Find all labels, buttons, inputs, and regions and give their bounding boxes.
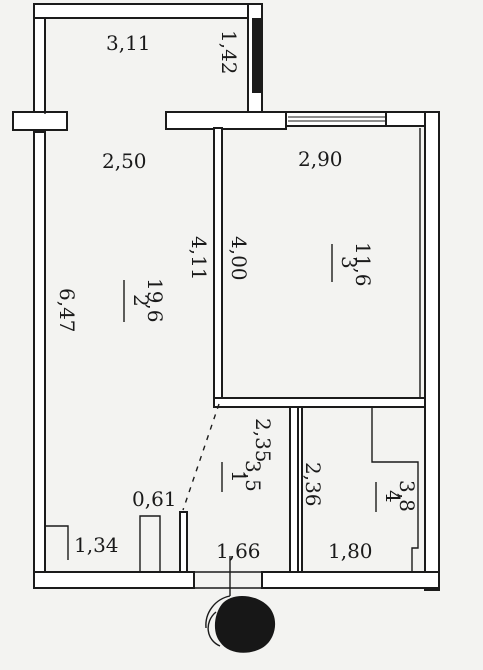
room4-left-wall <box>297 406 303 573</box>
room1-area: 3,5 <box>241 460 265 492</box>
bathroom-right-wall <box>289 406 299 573</box>
dim-room4-length: 2,36 <box>301 462 325 507</box>
dim-room3-width: 2,90 <box>298 147 343 171</box>
room2-area: 19,6 <box>143 278 167 323</box>
room3-bottom-wall <box>213 397 426 408</box>
room3-area: 11,6 <box>351 242 375 287</box>
room1-number: 1 <box>227 470 251 483</box>
dim-room1-width: 1,66 <box>216 539 261 563</box>
room3-number: 3 <box>337 256 361 269</box>
top-pier <box>165 111 287 130</box>
room1-label: 1 3,5 <box>221 460 265 492</box>
left-pier <box>12 111 68 131</box>
dim-kitchen-bottom: 1,34 <box>74 533 119 557</box>
room4-number: 4 <box>381 490 405 503</box>
loggia-right-solid <box>252 18 261 93</box>
dim-room1-length: 2,35 <box>251 418 275 463</box>
right-outer-wall <box>424 111 440 591</box>
dim-loggia-depth: 1,42 <box>217 30 241 75</box>
partition-room2-room3 <box>213 127 223 401</box>
left-outer-wall-lower <box>33 131 46 588</box>
loggia-top-wall <box>33 3 263 19</box>
dim-room2-partition: 4,11 <box>187 236 211 281</box>
room2-label: 2 19,6 <box>123 278 167 323</box>
dim-room3-length: 4,00 <box>227 236 251 281</box>
dim-door-offset: 0,61 <box>132 487 177 511</box>
dim-loggia-width: 3,11 <box>106 31 151 55</box>
room4-stepped-wall <box>302 406 419 572</box>
left-outer-wall <box>33 11 46 115</box>
kitchen-niche <box>45 515 161 572</box>
room2-number: 2 <box>129 294 153 307</box>
entrance-blot <box>214 595 276 653</box>
bathroom-left-wall <box>179 511 188 573</box>
bottom-wall-right <box>261 571 440 589</box>
bottom-wall-left <box>33 571 195 589</box>
entrance-blot-loop <box>207 611 221 647</box>
bathroom-door-swing <box>182 403 220 511</box>
room3-label: 3 11,6 <box>331 242 375 287</box>
dim-room4-width: 1,80 <box>328 539 373 563</box>
room3-window <box>285 111 389 127</box>
room4-label: 4 3,8 <box>375 480 419 512</box>
entrance-door-arc <box>205 595 231 629</box>
dim-hall-top-width: 2,50 <box>102 149 147 173</box>
room4-area: 3,8 <box>395 480 419 512</box>
dim-room2-length: 6,47 <box>55 288 79 333</box>
